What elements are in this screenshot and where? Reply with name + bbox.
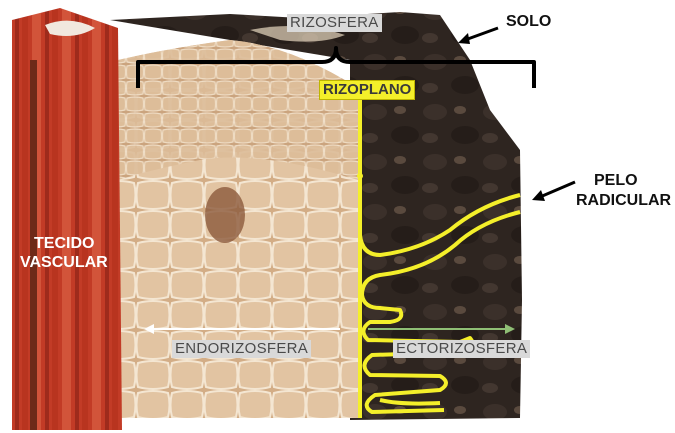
solo-label: SOLO bbox=[506, 13, 551, 31]
arrow-left-icon bbox=[458, 28, 498, 44]
dark-cell bbox=[205, 187, 245, 243]
endorizosfera-label: ENDORIZOSFERA bbox=[172, 340, 311, 358]
arrow-left-icon bbox=[532, 182, 575, 201]
tecido-vascular-label-line2: VASCULAR bbox=[20, 254, 108, 272]
rizoplano-marker bbox=[357, 173, 363, 179]
pelo-radicular-label-line2: RADICULAR bbox=[576, 192, 671, 210]
rizoplano-label: RIZOPLANO bbox=[319, 80, 415, 100]
ectorizosfera-label: ECTORIZOSFERA bbox=[393, 340, 530, 358]
rizosfera-label: RIZOSFERA bbox=[287, 14, 382, 32]
vascular-tissue bbox=[12, 8, 122, 430]
tecido-vascular-label-line1: TECIDO bbox=[34, 235, 94, 253]
pelo-radicular-label-line1: PELO bbox=[594, 172, 638, 190]
